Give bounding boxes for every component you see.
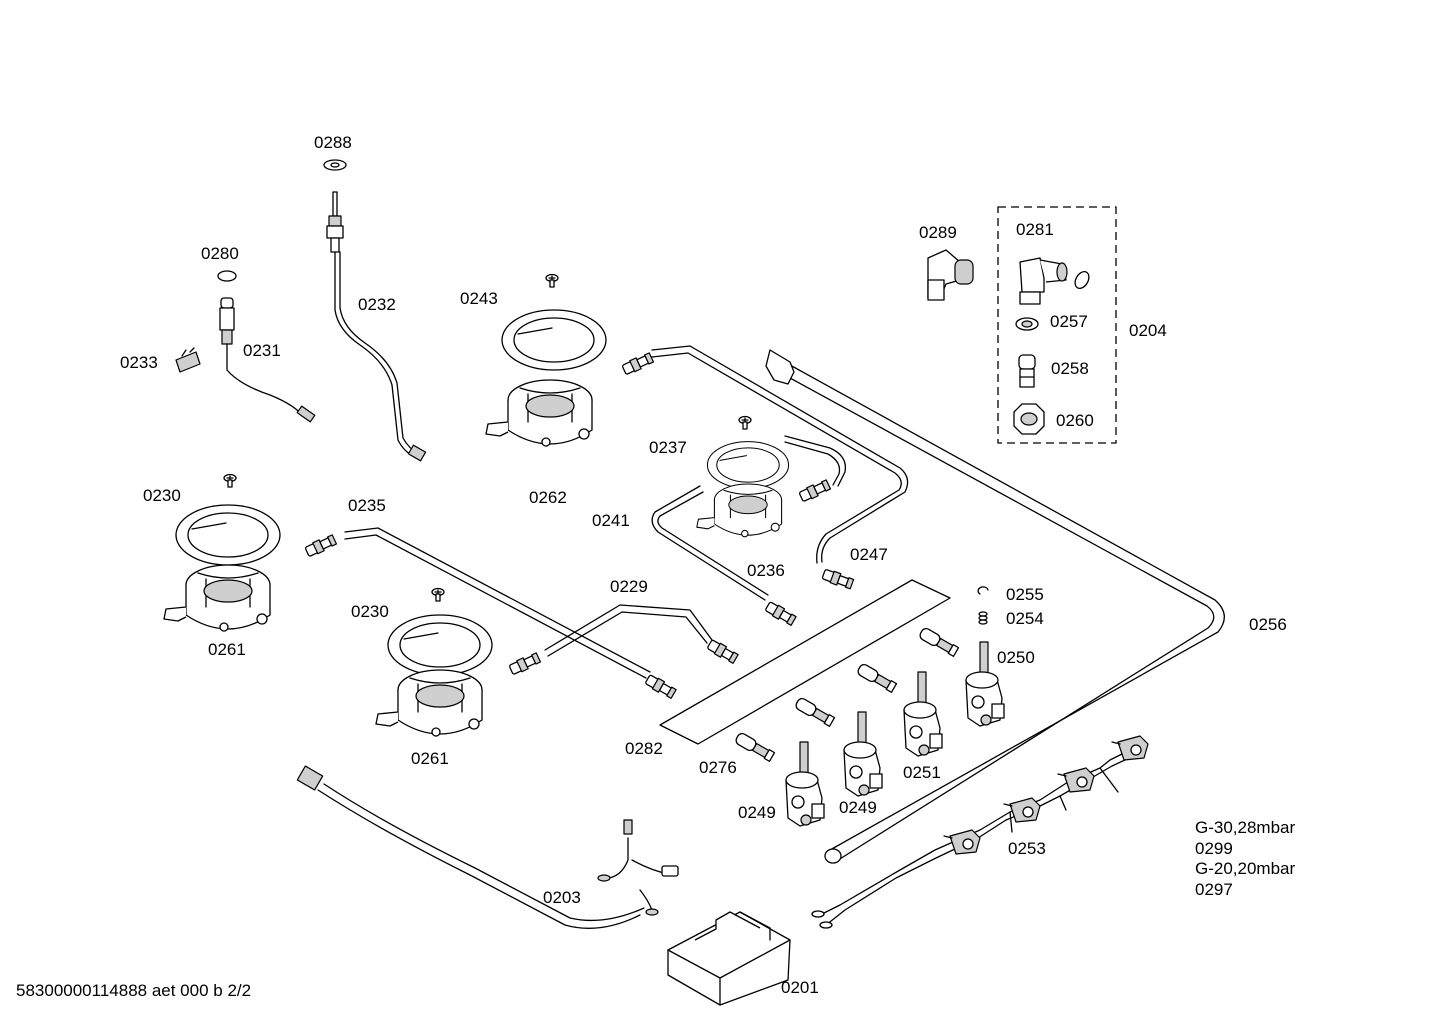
- gas-note-line: 0299: [1195, 838, 1233, 858]
- washer-0288: [323, 159, 347, 171]
- burner-housing-0236: [696, 483, 783, 538]
- ignition-unit-0201: [667, 911, 791, 1006]
- part-label: 0282: [625, 739, 663, 758]
- ring-0281: [1074, 270, 1090, 290]
- part-label: 0258: [1051, 359, 1089, 378]
- nut-0260: [1013, 403, 1045, 435]
- part-label: 0250: [997, 648, 1035, 667]
- part-label: 0247: [850, 545, 888, 564]
- part-label: 0276: [699, 758, 737, 777]
- elbow-0281: [1019, 257, 1068, 305]
- part-label: 0288: [314, 133, 352, 152]
- part-label: 0257: [1050, 312, 1088, 331]
- spark-plug-0231: [219, 297, 316, 423]
- part-label: 0230: [351, 602, 389, 621]
- gas-note-line: 0297: [1195, 879, 1233, 899]
- gas-note-line: G-30,28mbar: [1195, 818, 1296, 837]
- part-label: 0261: [411, 749, 449, 768]
- part-label: 0231: [243, 341, 281, 360]
- part-label: 0261: [208, 640, 246, 659]
- spring-0254: [978, 611, 988, 625]
- part-label: 0289: [919, 223, 957, 242]
- elbow-0289: [927, 249, 974, 301]
- document-footer: 58300000114888 aet 000 b 2/2: [16, 981, 252, 1000]
- gasket-0243: [501, 309, 607, 371]
- gas-note-line: G-20,20mbar: [1195, 859, 1296, 878]
- part-label: 0243: [460, 289, 498, 308]
- part-label: 0255: [1006, 585, 1044, 604]
- gas-valve-0249-right: [843, 711, 883, 797]
- part-label: 0262: [529, 488, 567, 507]
- ignition-module-0253: [811, 735, 1149, 929]
- gasket-0230-left: [175, 504, 281, 566]
- main-gas-pipe-0256: [765, 349, 1225, 864]
- label-strip-0282: [659, 579, 951, 745]
- connector-0258: [1018, 354, 1036, 388]
- part-label: 0260: [1056, 411, 1094, 430]
- part-label: 0280: [201, 244, 239, 263]
- part-label: 0249: [738, 803, 776, 822]
- part-label: 0203: [543, 888, 581, 907]
- gas-pipe-0235: [303, 527, 678, 700]
- wiring-harness-0203: [296, 765, 679, 929]
- clip-0233: [175, 347, 201, 373]
- burner-housing-0262: [485, 379, 593, 447]
- gasket-0230-center: [387, 614, 493, 676]
- burner-housing-0261-center: [375, 669, 483, 737]
- clip-0255: [977, 586, 989, 595]
- part-label: 0281: [1016, 220, 1054, 239]
- part-label: 0229: [610, 577, 648, 596]
- gas-pipe-0229: [507, 604, 740, 677]
- gasket-0237: [706, 441, 790, 489]
- burner-housing-0261-left: [163, 564, 271, 632]
- part-label: 0232: [358, 295, 396, 314]
- part-label: 0237: [649, 438, 687, 457]
- part-label: 0253: [1008, 839, 1046, 858]
- part-label: 0251: [903, 763, 941, 782]
- part-label: 0236: [747, 561, 785, 580]
- part-label: 0254: [1006, 609, 1044, 628]
- gas-valve-0251: [903, 671, 943, 757]
- part-label: 0201: [781, 978, 819, 997]
- part-label: 0204: [1129, 321, 1167, 340]
- thermocouple-0232: [326, 191, 427, 462]
- washer-0257: [1015, 317, 1039, 331]
- gas-type-note: G-30,28mbar 0299 G-20,20mbar 0297: [1195, 818, 1295, 900]
- part-label: 0233: [120, 353, 158, 372]
- washer-0280: [217, 270, 237, 282]
- gas-valve-0249-left: [785, 741, 825, 827]
- part-label: 0235: [348, 496, 386, 515]
- gas-pipe-0247: [651, 435, 847, 627]
- part-label: 0241: [592, 511, 630, 530]
- gas-pipe-0241: [620, 345, 909, 591]
- kit-boundary-0204: [997, 206, 1117, 444]
- part-label: 0230: [143, 486, 181, 505]
- part-label: 0249: [839, 798, 877, 817]
- part-label: 0256: [1249, 615, 1287, 634]
